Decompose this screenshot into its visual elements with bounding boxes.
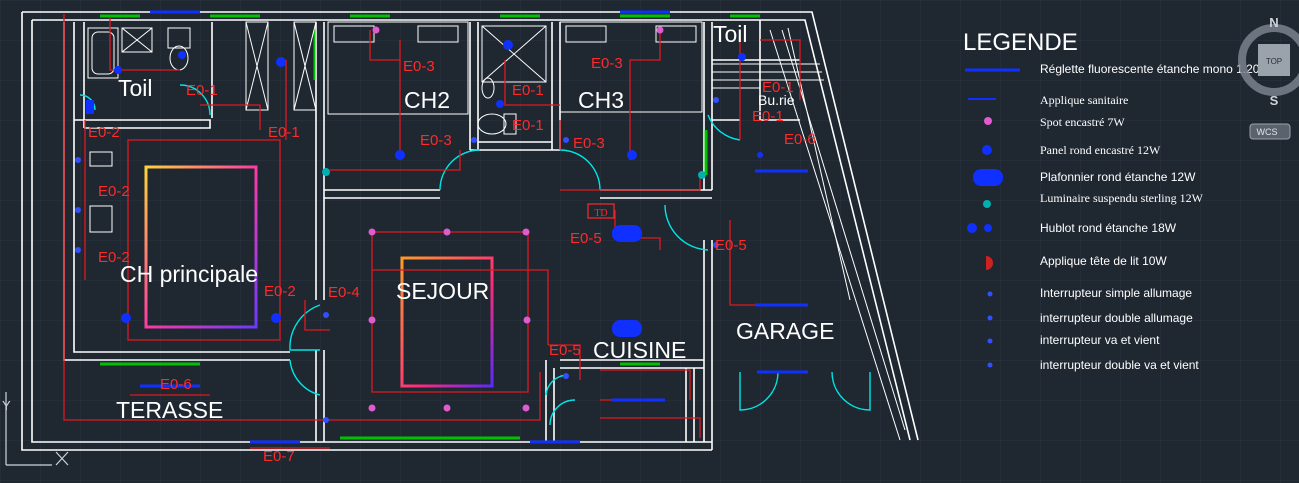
label-e01: E0-1: [752, 108, 784, 125]
viewcube[interactable]: TOP N S WCS: [1238, 15, 1299, 140]
room-toilet-right: Toil: [713, 21, 748, 47]
table-sejour: [400, 256, 494, 388]
label-e02: E0-2: [98, 183, 130, 200]
wcs-label: WCS: [1257, 127, 1278, 137]
legend-item: Applique sanitaire: [1040, 93, 1128, 107]
viewcube-top-face[interactable]: [1258, 44, 1290, 76]
headboard-light-icon: [986, 256, 993, 270]
label-e01: E0-1: [762, 79, 794, 96]
label-td: TD: [594, 208, 607, 219]
ceiling-light-icon: [973, 169, 1003, 186]
room-toilet-left: Toil: [118, 75, 153, 101]
label-e03: E0-3: [420, 132, 452, 149]
room-bureau: Bu.rie: [758, 92, 795, 108]
room-ch2: CH2: [404, 87, 450, 113]
room-garage: GARAGE: [736, 318, 834, 344]
legend-symbols: [965, 68, 1020, 368]
bulkhead-light-icon: [967, 223, 977, 233]
label-e03: E0-3: [573, 135, 605, 152]
label-e05: E0-5: [715, 237, 747, 254]
round-panel-icon: [982, 145, 992, 155]
bulkhead-light-icon-2: [984, 224, 992, 232]
double-two-way-switch-icon: [987, 362, 993, 368]
label-e05: E0-5: [570, 230, 602, 247]
compass-south[interactable]: S: [1270, 93, 1279, 108]
distribution-panel: TD: [587, 203, 615, 219]
legend-item: interrupteur va et vient: [1040, 333, 1160, 347]
label-e01: E0-1: [186, 82, 218, 99]
room-labels: Toil CH2 CH3 Toil Bu.rie CH principale S…: [116, 21, 834, 423]
label-e03: E0-3: [591, 55, 623, 72]
bed-ch-principale: [144, 165, 258, 329]
legend-item: Réglette fluorescente étanche mono 1.20m: [1040, 62, 1269, 76]
spot-icon: [984, 117, 992, 125]
label-e06: E0-6: [160, 376, 192, 393]
label-e01: E0-1: [512, 82, 544, 99]
legend-item: Spot encastré 7W: [1040, 115, 1125, 129]
label-e06: E0-6: [784, 131, 816, 148]
label-e03: E0-3: [403, 58, 435, 75]
label-e05: E0-5: [549, 342, 581, 359]
wcs-button[interactable]: [1249, 123, 1291, 140]
legend-title: LEGENDE: [963, 29, 1078, 56]
label-e04: E0-4: [328, 284, 360, 301]
legend-item: Panel rond encastré 12W: [1040, 143, 1161, 157]
two-way-switch-icon: [987, 338, 993, 344]
room-cuisine: CUISINE: [593, 337, 686, 363]
furniture: [87, 21, 703, 233]
legend-item: Plafonnier rond étanche 12W: [1040, 170, 1196, 184]
legend-item: Luminaire suspendu sterling 12W: [1040, 191, 1204, 205]
single-switch-icon: [987, 291, 993, 297]
room-ch-principale: CH principale: [120, 261, 258, 287]
label-e07: E0-7: [263, 448, 295, 465]
legend-item: interrupteur double allumage: [1040, 311, 1193, 325]
label-e02: E0-2: [98, 249, 130, 266]
room-terasse: TERASSE: [116, 397, 223, 423]
pendant-light-icon: [983, 200, 991, 208]
label-e01: E0-1: [512, 117, 544, 134]
compass-north[interactable]: N: [1269, 15, 1278, 30]
legend-item: Hublot rond étanche 18W: [1040, 221, 1177, 235]
viewcube-face-label: TOP: [1266, 57, 1282, 66]
wiring: [63, 14, 801, 449]
staircase: [712, 27, 906, 441]
windows: [100, 14, 760, 440]
fixtures: [75, 10, 808, 444]
ucs-y-label: Y: [2, 398, 11, 413]
label-e02: E0-2: [88, 124, 120, 141]
label-e02: E0-2: [264, 283, 296, 300]
legend: LEGENDE Réglette fluorescente étanche mo…: [963, 29, 1269, 372]
legend-item: Applique tête de lit 10W: [1040, 254, 1167, 268]
room-sejour: SEJOUR: [396, 278, 489, 304]
compass-ring[interactable]: [1238, 24, 1299, 96]
legend-item: interrupteur double va et vient: [1040, 358, 1199, 372]
doors: [79, 84, 871, 426]
double-switch-icon: [987, 315, 993, 321]
circuit-labels: E0-1 E0-1 E0-1 E0-1 E0-1 E0-1 E0-2 E0-2 …: [88, 55, 816, 465]
legend-item: Interrupteur simple allumage: [1040, 286, 1192, 300]
room-ch3: CH3: [578, 87, 624, 113]
ucs-icon: [5, 392, 69, 466]
label-e01: E0-1: [268, 124, 300, 141]
